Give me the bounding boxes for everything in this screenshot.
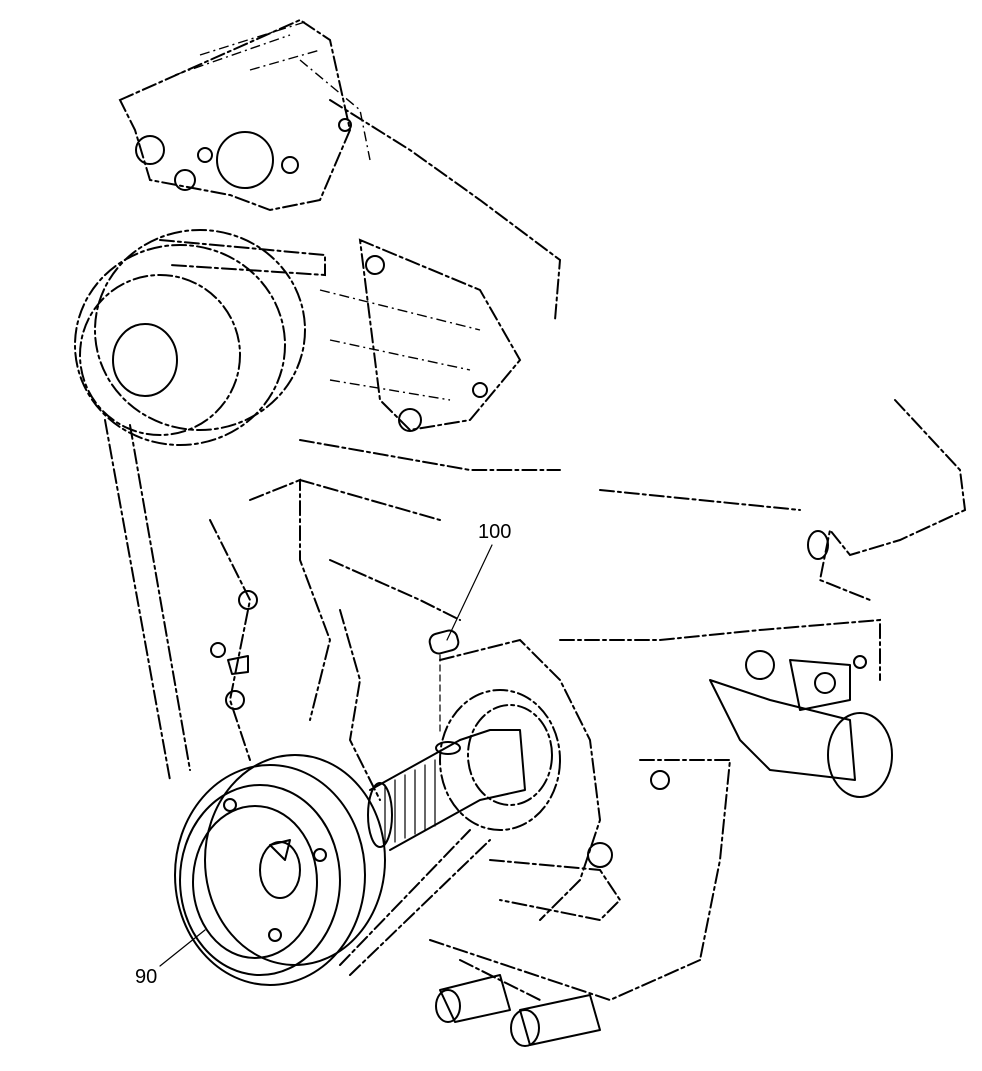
leader-line-90 xyxy=(159,929,206,967)
bottom-pipes xyxy=(435,974,601,1047)
callout-leaders xyxy=(159,544,493,967)
drive-belt xyxy=(104,419,491,976)
leader-line-100 xyxy=(446,544,493,641)
woodruff-key-part xyxy=(428,629,460,736)
upper-idler-pulley xyxy=(74,229,326,446)
upper-mount-bracket xyxy=(118,18,371,212)
right-side-housing xyxy=(559,399,967,961)
crankshaft-spline xyxy=(367,729,526,851)
callout-label-90: 90 xyxy=(135,966,157,988)
crankshaft-pulley xyxy=(174,754,386,986)
callout-label-100: 100 xyxy=(478,521,511,543)
timing-cover xyxy=(429,638,701,1002)
engine-block-outline xyxy=(209,99,562,801)
